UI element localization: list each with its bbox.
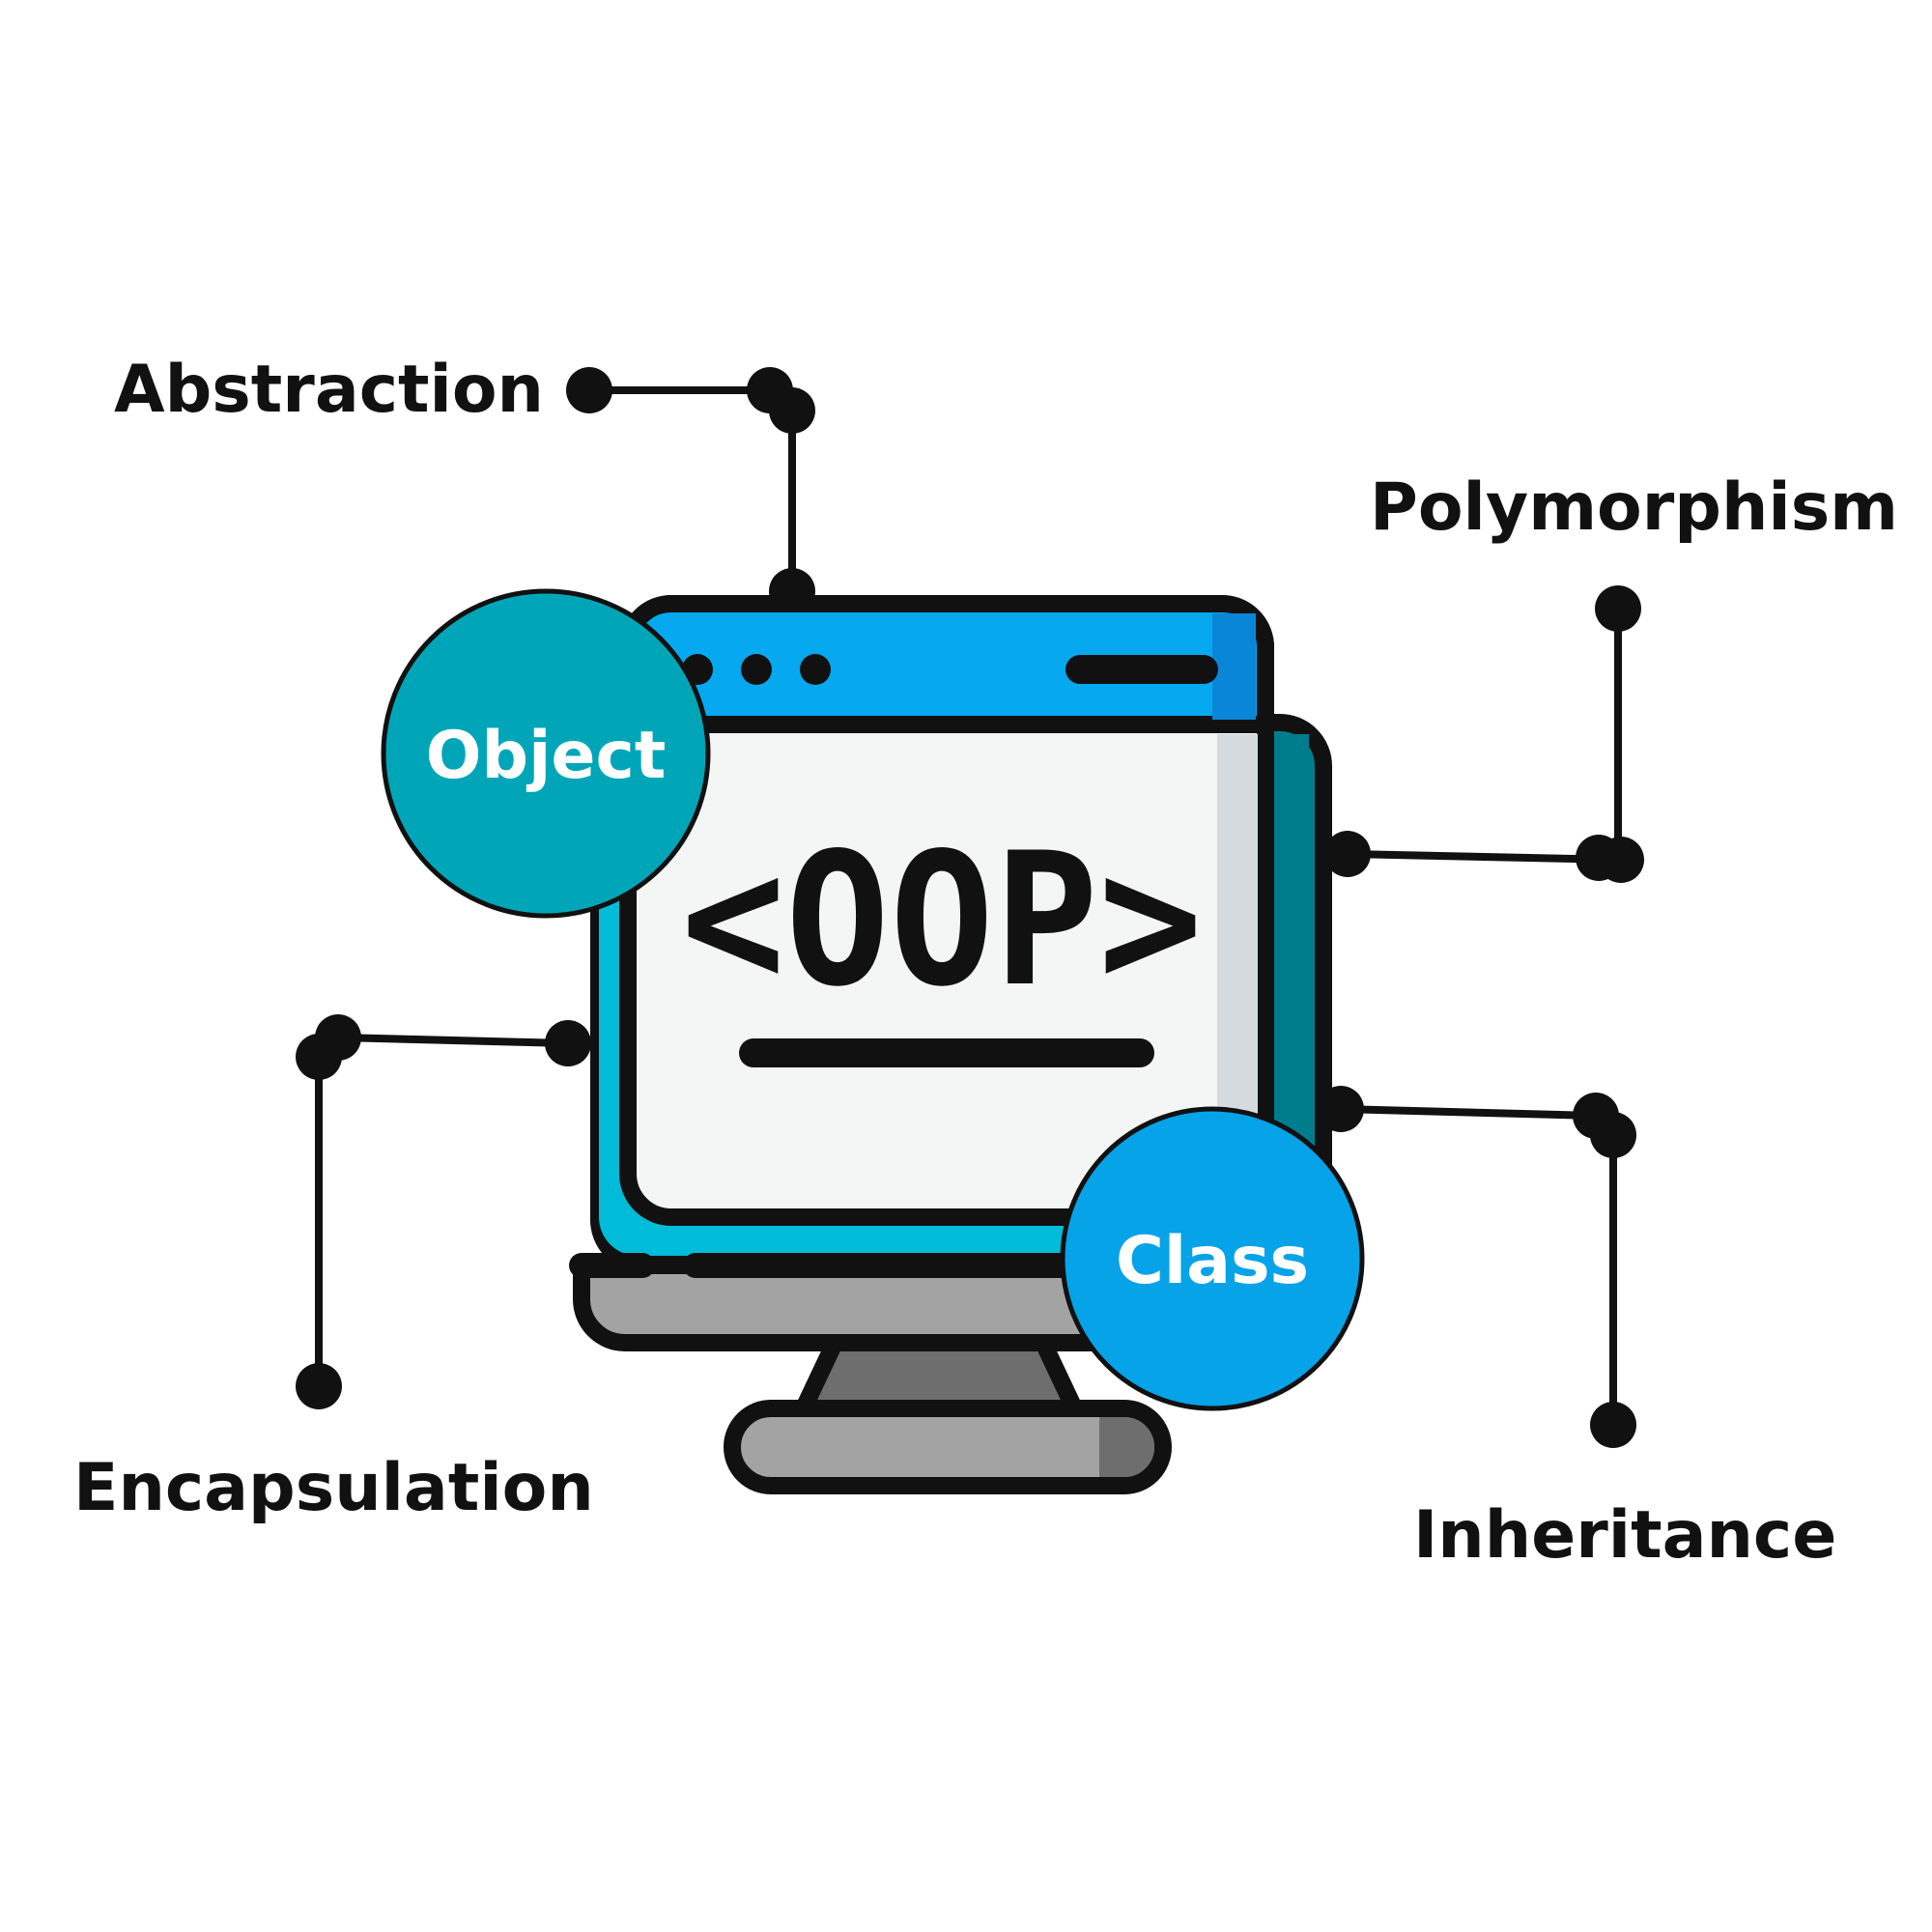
oop-code-text: <OOP> — [681, 813, 1203, 1027]
inheritance-corner-dot-2 — [1590, 1112, 1636, 1158]
window-dot-2 — [741, 654, 772, 685]
inheritance-end-dot — [1590, 1402, 1636, 1448]
encapsulation-label: Encapsulation — [73, 1450, 594, 1526]
polymorphism-start-dot — [1595, 585, 1641, 632]
front-window-titlebar — [619, 595, 1274, 733]
polymorphism-end-dot — [1324, 831, 1371, 877]
abstraction-label: Abstraction — [114, 352, 544, 428]
object-bubble: Object — [381, 588, 711, 919]
encapsulation-corner-dot-2 — [296, 1034, 342, 1080]
inheritance-label: Inheritance — [1413, 1497, 1836, 1574]
window-dot-3 — [800, 654, 831, 685]
object-bubble-circle — [381, 588, 711, 919]
encapsulation-end-dot — [296, 1363, 342, 1409]
abstraction-start-dot — [566, 367, 612, 413]
polymorphism-label: Polymorphism — [1370, 469, 1898, 546]
abstraction-corner-dot-2 — [769, 387, 815, 434]
polymorphism-corner-dot-2 — [1598, 837, 1644, 883]
monitor-stand-base — [724, 1400, 1172, 1494]
monitor-stand-base-shadow — [1099, 1417, 1154, 1477]
titlebar-shadow-strip — [1212, 613, 1256, 720]
inheritance-connector — [1337, 1105, 1617, 1429]
class-bubble-circle — [1060, 1106, 1365, 1411]
encapsulation-connector — [315, 1033, 572, 1390]
class-bubble-label: Class — [1116, 1223, 1309, 1299]
polymorphism-connector — [1344, 605, 1622, 865]
class-bubble: Class — [1060, 1106, 1365, 1411]
encapsulation-start-dot — [545, 1020, 591, 1066]
abstraction-connector — [585, 386, 796, 595]
object-bubble-label: Object — [426, 718, 667, 794]
